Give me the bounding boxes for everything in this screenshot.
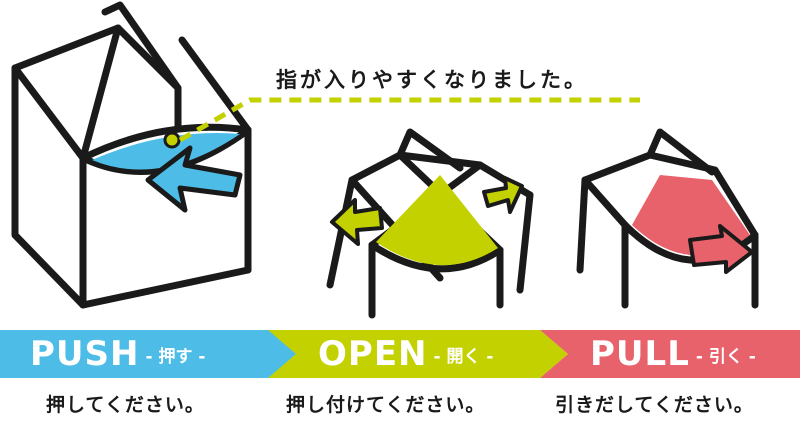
- step-pull-subtitle: - 引く -: [695, 346, 756, 367]
- step-push-subtitle: - 押す -: [145, 346, 206, 367]
- carton-pull-fin: [646, 128, 716, 176]
- step-open-subtitle: - 開く -: [433, 346, 494, 367]
- step-open-instruction: 押し付けてください。: [286, 394, 486, 416]
- pull-arrow-icon: [688, 224, 754, 274]
- carton-push-outline: [11, 64, 87, 309]
- carton-push-gable: [79, 24, 182, 162]
- push-arrow-icon: [145, 145, 243, 213]
- callout-text: 指が入りやすくなりました。: [276, 68, 588, 92]
- step-push: PUSH - 押す -: [0, 330, 300, 378]
- carton-push-bottom: [79, 266, 252, 309]
- carton-push-fin: [101, 1, 182, 132]
- open-right-arrow-icon: [482, 176, 524, 214]
- carton-push-opening-rim: [79, 123, 252, 162]
- callout-dashed-line: [178, 97, 640, 143]
- step-push-title: PUSH: [30, 334, 140, 374]
- carton-open-fin: [396, 128, 464, 172]
- carton-pull-edge: [581, 176, 629, 229]
- carton-push-back-edge: [11, 24, 122, 72]
- step-pull-instruction: 引きだしてください。: [555, 394, 754, 416]
- carton-open-bowl: [368, 241, 504, 273]
- step-pull: PULL - 引く -: [540, 330, 800, 378]
- step-open-title: OPEN: [318, 334, 428, 374]
- carton-open-left-leg: [326, 176, 356, 289]
- finger-point-icon: [163, 131, 181, 149]
- step-push-instruction: 押してください。: [46, 394, 205, 416]
- carton-open-right-edge: [516, 191, 534, 294]
- step-pull-title: PULL: [590, 334, 690, 374]
- carton-push-top-right: [178, 36, 252, 134]
- carton-pull-top: [581, 151, 759, 239]
- push-opening-fill: [92, 133, 240, 170]
- steps-banner: PUSH - 押す - OPEN - 開く - PULL - 引く -: [0, 330, 800, 378]
- open-left-arrow-icon: [330, 198, 384, 246]
- open-triangle-fill: [376, 175, 498, 266]
- carton-pull-left: [576, 176, 589, 274]
- step-open: OPEN - 開く -: [268, 330, 568, 378]
